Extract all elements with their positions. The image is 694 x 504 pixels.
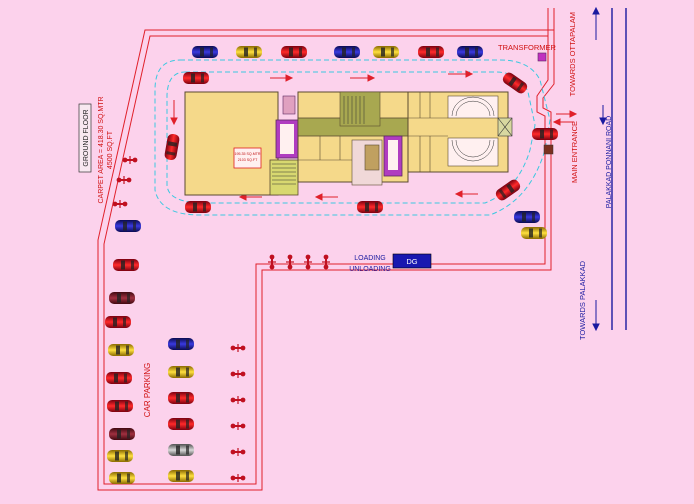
arrow-right-icon [285,74,294,82]
car [192,46,218,58]
unloading-label: UNLOADING [349,266,391,273]
road-name-label: PALAKKAD PONNANI ROAD [606,116,613,208]
car [521,227,547,239]
car [532,128,558,140]
car [107,450,133,462]
ground-floor-label: GROUND FLOOR [83,109,90,166]
arrow-right-icon [465,70,474,78]
ground-floor-box [78,103,92,173]
arrow-down-icon [592,323,600,332]
car [493,177,523,203]
two-wheeler-parking [111,155,331,483]
towards-palakkad-label: TOWARDS PALAKKAD [578,260,587,340]
car [105,316,131,328]
arrow-down-icon [599,117,607,126]
carpet-area-sqft: 4500 SQ.FT [107,130,114,169]
driveway-loop [154,59,551,216]
car [168,366,194,378]
transformer-label: TRANSFORMER [498,43,557,52]
main-entrance-label: MAIN ENTRANCE [570,121,579,183]
car [107,400,133,412]
dg-label: DG [406,257,417,266]
car [109,472,135,484]
arrow-up-icon [592,6,600,15]
car [168,470,194,482]
main-hall-area-sqft: 2103 SQ.FT [238,158,258,162]
car [281,46,307,58]
car [113,259,139,271]
site-boundary [97,8,555,491]
car [457,46,483,58]
gate-post [543,144,554,155]
car-parking-label: CAR PARKING [143,363,152,418]
towards-ottapalam-label: TOWARDS OTTAPALAM [568,12,577,96]
stair-block [269,159,299,196]
car [108,344,134,356]
car [115,220,141,232]
car [373,46,399,58]
car [106,372,132,384]
car [183,72,209,84]
traffic-arrows [170,70,578,201]
arrow-left-icon [454,190,463,198]
arrow-right-icon [367,74,376,82]
car [168,418,194,430]
car [163,133,181,161]
car [168,392,194,404]
main-hall-area-sqm: 195.35 SQ.MTR [235,152,261,156]
arrow-left-icon [552,118,561,126]
carpet-area-sqm: CARPET AREA = 418.30 SQ.MTR [98,96,105,203]
main-hall [184,91,279,196]
car [109,292,135,304]
car [168,338,194,350]
car [236,46,262,58]
car [185,201,211,213]
building-footprint: 195.35 SQ.MTR 2103 SQ.FT [184,91,513,196]
arrow-down-icon [170,117,178,126]
car [514,211,540,223]
dg-box [392,253,432,269]
road [611,8,627,330]
car [168,444,194,456]
loading-label: LOADING [354,255,386,262]
transformer-box [537,52,547,62]
car [334,46,360,58]
car [357,201,383,213]
arrow-right-icon [569,110,578,118]
car [418,46,444,58]
road-direction-arrows [592,6,607,332]
arrow-left-icon [314,193,323,201]
car [109,428,135,440]
